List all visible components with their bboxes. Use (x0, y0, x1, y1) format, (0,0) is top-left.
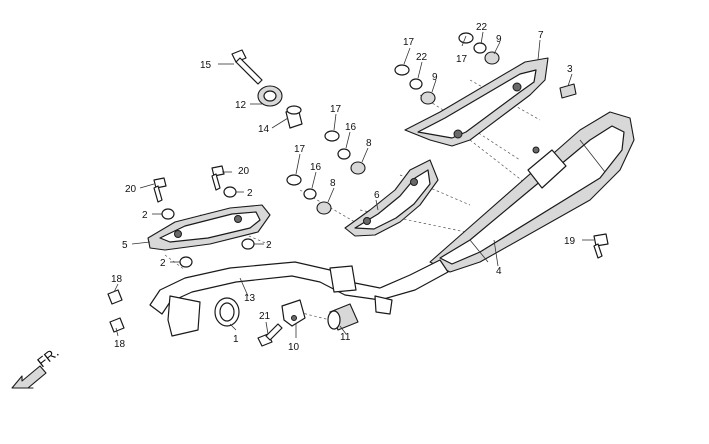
callout-18-lower: 18 (114, 339, 126, 350)
leader-lines (113, 31, 594, 338)
collar (285, 105, 303, 129)
front-direction-indicator: FR. (11, 344, 62, 389)
flange-nuts-18 (107, 289, 125, 333)
callout-2-upper-right: 2 (247, 188, 253, 199)
callout-15: 15 (200, 60, 212, 71)
bolt-21 (257, 323, 283, 347)
callout-22-right: 22 (476, 22, 488, 33)
bolts-20 (153, 165, 225, 203)
rubber-mount (257, 85, 283, 107)
callout-22-left: 22 (416, 52, 428, 63)
clip-3 (559, 83, 577, 99)
callout-17-upper-right: 17 (456, 54, 468, 65)
clamp (281, 299, 306, 327)
callout-labels: 15 12 14 17 22 9 17 22 9 7 3 17 16 8 17 … (111, 22, 576, 353)
bolt-19 (593, 233, 609, 259)
callout-2-upper-left: 2 (142, 210, 148, 221)
callout-21: 21 (259, 311, 271, 322)
callout-10: 10 (288, 342, 300, 353)
callout-20-right: 20 (238, 166, 250, 177)
callout-9-left: 9 (432, 72, 438, 83)
callout-2-lower-left: 2 (160, 258, 166, 269)
callout-16-right: 16 (345, 122, 357, 133)
callout-9-right: 9 (496, 34, 502, 45)
callout-5: 5 (122, 240, 128, 251)
callout-13: 13 (244, 293, 256, 304)
callout-17-middle-left: 17 (294, 144, 306, 155)
callout-19: 19 (564, 236, 576, 247)
front-direction-label: FR. (34, 344, 62, 370)
fasteners-upper (394, 32, 500, 105)
callout-18-upper: 18 (111, 274, 123, 285)
heat-shield-lower (147, 204, 271, 251)
callout-11: 11 (340, 332, 351, 343)
gasket (214, 297, 240, 327)
callout-7: 7 (538, 30, 544, 41)
callout-20-left: 20 (125, 184, 137, 195)
callout-17-upper-left: 17 (403, 37, 415, 48)
fasteners-middle (286, 130, 366, 215)
heat-shield-middle (344, 159, 439, 237)
bolt-15 (231, 49, 263, 85)
callout-8-left: 8 (330, 178, 336, 189)
callout-12: 12 (235, 100, 247, 111)
joint-pipe (327, 303, 359, 331)
callout-3: 3 (567, 64, 573, 75)
callout-16-left: 16 (310, 162, 322, 173)
callout-4: 4 (496, 266, 502, 277)
callout-6: 6 (374, 190, 380, 201)
callout-8-right: 8 (366, 138, 372, 149)
callout-14: 14 (258, 124, 270, 135)
exhaust-pipe (149, 259, 449, 337)
front-arrow-icon (11, 365, 47, 389)
heat-shield-upper (404, 57, 549, 147)
muffler (429, 111, 635, 273)
callout-1: 1 (233, 334, 239, 345)
callout-17-middle-right: 17 (330, 104, 342, 115)
callout-2-lower-right: 2 (266, 240, 272, 251)
